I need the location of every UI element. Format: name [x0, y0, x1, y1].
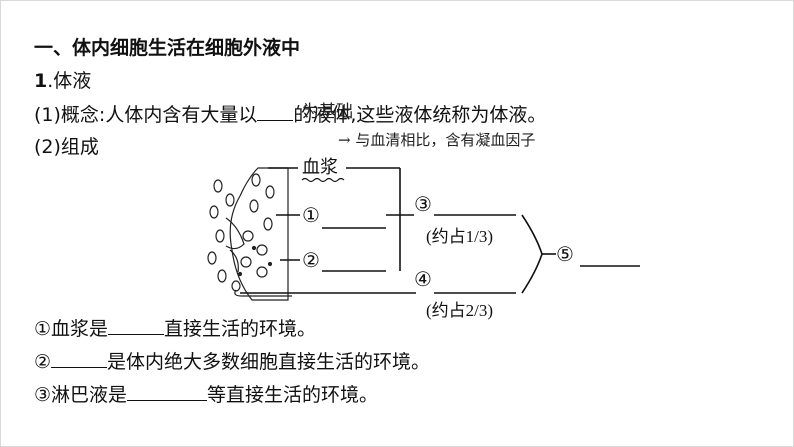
tissue-cells-illustration: [207, 167, 292, 301]
concept-blank: [257, 102, 294, 121]
marker-2: ②: [302, 248, 320, 272]
statement-1-pre: ①血浆是: [34, 318, 109, 340]
subheading-number: 1: [34, 70, 48, 92]
section-heading: 一、体内细胞生活在细胞外液中: [34, 37, 301, 59]
statement-3: ③淋巴液是 等直接生活的环境。: [34, 382, 378, 407]
plasma-label: 血浆: [302, 157, 338, 178]
annotation-text: 与血清相比，含有凝血因子: [355, 131, 536, 149]
concept-prefix: (1)概念:人体内含有大量以: [34, 104, 258, 126]
handwritten-annotation: → 与血清相比，含有凝血因子: [338, 131, 536, 149]
concept-handwritten-answer: 为基础: [302, 102, 353, 122]
statement-3-post: 等直接生活的环境。: [207, 384, 379, 406]
statement-2-blank: [51, 349, 108, 368]
marker-3: ③: [414, 192, 432, 216]
subheading: 1.体液: [34, 69, 91, 93]
statement-2-post: 是体内绝大多数细胞直接生活的环境。: [107, 351, 431, 373]
connector-lines: [240, 167, 640, 294]
subheading-text: .体液: [47, 70, 92, 92]
marker-1: ①: [302, 203, 320, 227]
marker-5: ⑤: [556, 242, 574, 266]
statement-2-pre: ②: [34, 351, 52, 373]
statement-1: ①血浆是 直接生活的环境。: [34, 316, 316, 341]
ratio-one-third: (约占1/3): [426, 227, 494, 246]
statement-2: ② 是体内绝大多数细胞直接生活的环境。: [34, 349, 430, 374]
composition-label: (2)组成: [34, 136, 99, 158]
marker-4: ④: [414, 267, 432, 291]
statement-3-pre: ③淋巴液是: [34, 384, 128, 406]
statement-3-blank: [127, 382, 208, 401]
concept-suffix: 的液体,这些液体统称为体液。: [293, 104, 547, 126]
statement-1-blank: [108, 316, 165, 335]
statement-1-post: 直接生活的环境。: [164, 318, 317, 340]
plasma-wavy-underline: [301, 177, 345, 183]
concept-line: (1)概念:人体内含有大量以 的液体,这些液体统称为体液。: [34, 102, 546, 127]
ratio-two-thirds: (约占2/3): [426, 301, 494, 320]
